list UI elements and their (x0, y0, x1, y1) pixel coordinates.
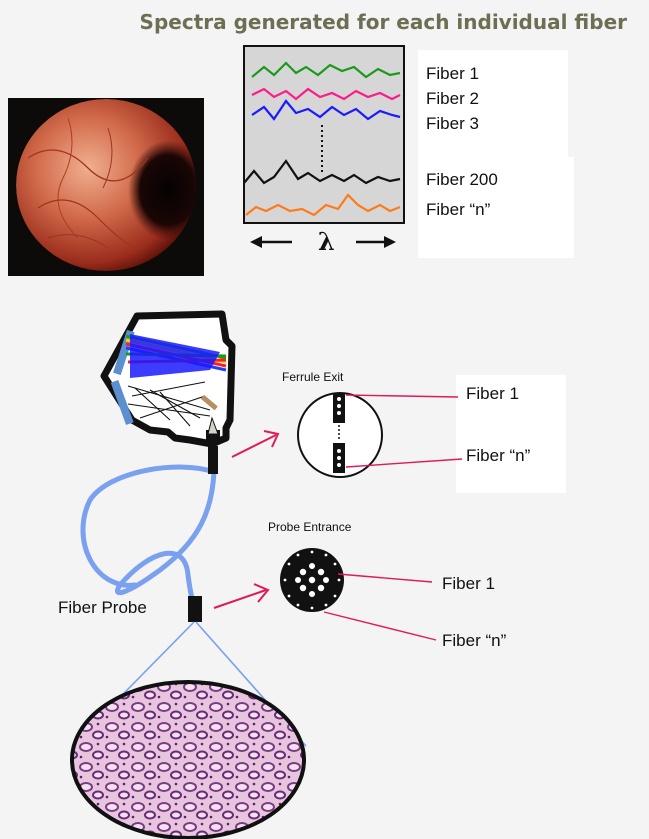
spectrum-label-fiber-1: Fiber 1 (426, 64, 479, 84)
endoscopy-image (8, 98, 204, 276)
probe-pointer-fiber-n (324, 612, 436, 640)
spectrum-label-fiber-3: Fiber 3 (426, 114, 479, 134)
arrow-to-probe-entrance (214, 584, 268, 608)
fiber-probe-label: Fiber Probe (58, 598, 147, 618)
ferrule-connector-lower (208, 446, 218, 474)
spectrum-label-fiber-2: Fiber 2 (426, 89, 479, 109)
probe-label-fiber-n: Fiber “n” (442, 631, 506, 651)
probe-tip (188, 596, 202, 622)
probe-pointer-fiber-1 (338, 574, 432, 582)
ferrule-pointer-fiber-1 (346, 395, 458, 397)
spectrum-label-fiber-200: Fiber 200 (426, 170, 498, 190)
spectrum-label-fiber-n: Fiber “n” (426, 200, 490, 220)
tissue-histology (60, 680, 320, 839)
probe-entrance-diagram (210, 540, 442, 652)
ferrule-exit-diagram (230, 385, 470, 485)
ferrule-exit-caption: Ferrule Exit (282, 370, 343, 384)
arrow-to-ferrule (232, 431, 278, 457)
probe-entrance-caption: Probe Entrance (268, 520, 351, 534)
ferrule-label-fiber-1: Fiber 1 (466, 384, 519, 404)
ferrule-label-fiber-n: Fiber “n” (466, 446, 530, 466)
diagram-title: Spectra generated for each individual fi… (0, 10, 649, 34)
wavelength-symbol: λ (318, 227, 335, 256)
fiber-cable (83, 467, 214, 600)
probe-label-fiber-1: Fiber 1 (442, 574, 495, 594)
spectra-plot-frame (244, 46, 404, 223)
